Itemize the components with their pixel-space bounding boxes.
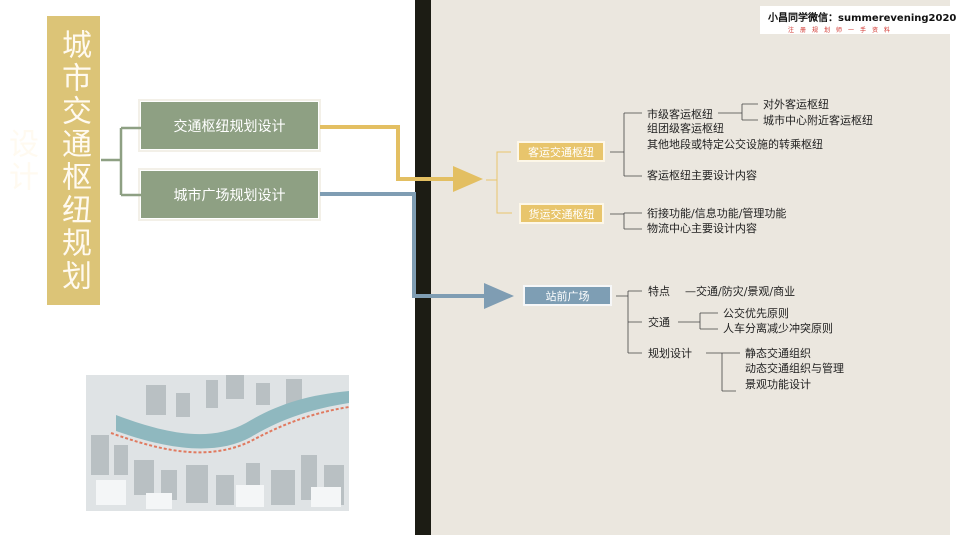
right-panel (431, 0, 950, 535)
design-item-2: 动态交通组织与管理 (745, 362, 844, 375)
freight-functions: 衔接功能/信息功能/管理功能 (647, 207, 787, 220)
page-title: 城市交通枢纽规划设计 (3, 16, 100, 305)
watermark-line2: 注册规划师一手资料 (788, 27, 897, 34)
center-divider (415, 0, 431, 535)
traffic-principle-2: 人车分离减少冲突原则 (723, 322, 833, 335)
aerial-city-river-photo (86, 375, 350, 511)
yellow-arrow-head (453, 166, 483, 192)
logistics-center-content: 物流中心主要设计内容 (647, 222, 757, 235)
watermark-line1: 小昌同学微信：summerevening2020 (768, 13, 956, 24)
group-level-passenger-hub: 组团级客运枢纽 (647, 122, 724, 135)
traffic-label: 交通 (648, 316, 670, 329)
passenger-hub-node: 客运交通枢纽 (517, 141, 605, 162)
external-passenger-hub: 对外客运枢纽 (763, 98, 829, 111)
design-label: 规划设计 (648, 347, 692, 360)
freight-hub-node: 货运交通枢纽 (519, 203, 604, 224)
design-item-1: 静态交通组织 (745, 347, 811, 360)
features-list: —交通/防灾/景观/商业 (685, 285, 796, 298)
plaza-design-box: 城市广场规划设计 (138, 168, 321, 221)
transfer-hub: 其他地段或特定公交设施的转乘枢纽 (647, 138, 823, 151)
station-plaza-node: 站前广场 (523, 285, 612, 306)
downtown-passenger-hub: 城市中心附近客运枢纽 (763, 114, 873, 127)
city-level-passenger-hub: 市级客运枢纽 (647, 108, 713, 121)
features-label: 特点 (648, 285, 670, 298)
blue-arrow-head (484, 283, 514, 309)
design-item-3: 景观功能设计 (745, 378, 811, 391)
traffic-principle-1: 公交优先原则 (723, 307, 789, 320)
passenger-hub-content: 客运枢纽主要设计内容 (647, 169, 757, 182)
hub-design-box: 交通枢纽规划设计 (138, 99, 321, 152)
watermark-box (760, 6, 950, 34)
